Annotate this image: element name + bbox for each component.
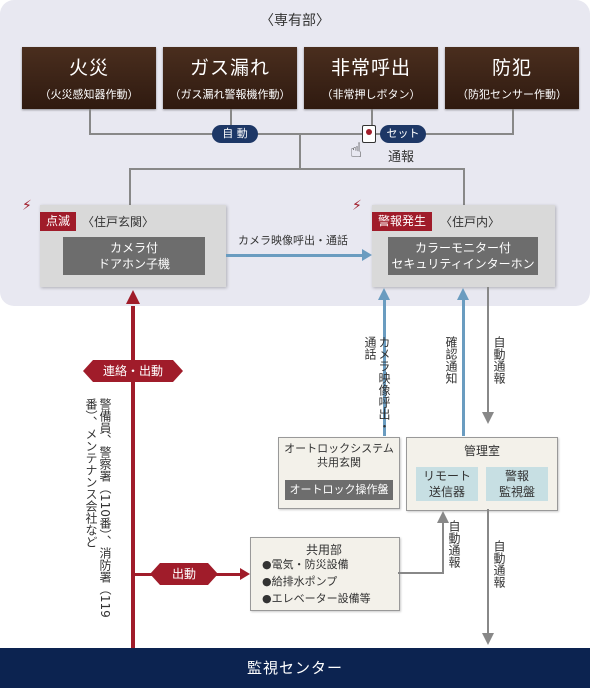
arrow-head-icon	[437, 511, 449, 523]
autolock-panel: オートロック操作盤	[285, 480, 393, 500]
auto-report-arrow	[487, 509, 489, 634]
arrow-head-icon	[457, 288, 469, 300]
intercom-line2: セキュリティインターホン	[391, 257, 535, 271]
sensor-gas-sub: （ガス漏れ警報機作動）	[169, 88, 291, 101]
dispatch-targets-label: 警備員、警察署（110番）、消防署（119番）、メンテナンス会社など	[84, 398, 112, 618]
door-phone-line1: カメラ付	[109, 241, 158, 255]
sensor-security-sub: （防犯センサー作動）	[457, 88, 567, 101]
sensor-security: 防犯 （防犯センサー作動）	[445, 47, 579, 109]
connector-line	[129, 168, 131, 206]
alarm-line2: 監視盤	[498, 485, 535, 499]
signal-icon: ⚡	[352, 198, 362, 214]
auto-report-label-1: 自動通報	[492, 336, 506, 384]
door-phone-device: カメラ付 ドアホン子機	[63, 237, 205, 275]
intercom-device: カラーモニター付 セキュリティインターホン	[388, 237, 538, 275]
list-item: ●電気・防災設備	[262, 558, 349, 571]
connector-line	[230, 109, 232, 134]
auto-report-arrow	[442, 522, 444, 574]
list-item: ●エレベーター設備等	[262, 592, 371, 605]
dispatch-line	[131, 306, 135, 648]
auto-pill: 自 動	[212, 125, 258, 143]
remote-line1: リモート	[422, 469, 471, 483]
autolock-line2: 共用玄関	[317, 456, 361, 469]
tag-notch-icon	[173, 360, 183, 382]
sensor-gas-title: ガス漏れ	[189, 57, 270, 79]
remote-transmitter: リモート 送信器	[416, 467, 478, 501]
alarm-line1: 警報	[504, 469, 529, 483]
sensor-emergency-title: 非常呼出	[330, 57, 411, 79]
connector-line	[299, 133, 301, 169]
auto-report-arrow	[487, 287, 489, 413]
common-area-title: 共用部	[305, 543, 342, 557]
arrow-head-icon	[362, 249, 372, 261]
camera-call-arrow	[226, 254, 364, 257]
tag-notch-icon	[150, 563, 160, 585]
auto-report-label-3: 自動通報	[492, 540, 506, 588]
alarm-monitor-panel: 警報 監視盤	[486, 467, 548, 501]
tag-notch-icon	[208, 563, 218, 585]
connector-bus	[129, 168, 465, 170]
confirm-arrow	[462, 300, 465, 436]
monitoring-center: 監視センター	[0, 648, 590, 688]
signal-icon: ⚡	[22, 198, 32, 214]
management-office-title: 管理室	[463, 444, 500, 458]
arrow-head-icon	[126, 290, 140, 304]
connector-line	[89, 109, 91, 134]
common-area-box	[250, 537, 400, 611]
auto-report-label-2: 自動通報	[447, 520, 461, 568]
hand-pointer-icon: ☝	[350, 138, 363, 162]
sensor-emergency: 非常呼出 （非常押しボタン）	[304, 47, 438, 109]
connector-line	[463, 168, 465, 206]
auto-report-arrow	[398, 572, 444, 574]
set-pill: セット	[380, 125, 426, 143]
remote-line2: 送信器	[428, 485, 465, 499]
intercom-line1: カラーモニター付	[414, 241, 511, 255]
arrow-head-icon	[482, 412, 494, 424]
common-area-list: ●電気・防災設備 ●給排水ポンプ ●エレベーター設備等	[262, 556, 371, 607]
autolock-title: オートロックシステム 共用玄関	[278, 442, 400, 470]
private-area-title: 〈専有部〉	[260, 13, 330, 29]
door-phone-line2: ドアホン子機	[97, 257, 170, 271]
entrance-location-label: 〈住戸玄関〉	[82, 215, 155, 229]
tag-notch-icon	[83, 360, 93, 382]
report-label: 通報	[388, 150, 415, 165]
list-item: ●給排水ポンプ	[262, 575, 338, 588]
sensor-gas: ガス漏れ （ガス漏れ警報機作動）	[163, 47, 297, 109]
contact-dispatch-tag: 連絡・出動	[93, 360, 173, 382]
arrow-head-icon	[482, 633, 494, 645]
sensor-fire-sub: （火災感知器作動）	[39, 88, 139, 101]
dispatch-tag: 出動	[160, 563, 208, 585]
camera-call-v-arrow	[383, 300, 386, 436]
entrance-status-badge: 点滅	[40, 212, 77, 231]
indoor-location-label: 〈住戸内〉	[440, 215, 501, 229]
connector-bus	[89, 133, 514, 135]
sensor-emergency-sub: （非常押しボタン）	[321, 88, 421, 101]
sensor-fire: 火災 （火災感知器作動）	[22, 47, 156, 109]
camera-call-v-label: カメラ映像呼出・通話	[363, 336, 391, 432]
connector-line	[512, 109, 514, 134]
autolock-line1: オートロックシステム	[284, 442, 394, 455]
push-button-icon	[362, 125, 376, 143]
confirm-label: 確認通知	[444, 336, 458, 384]
camera-call-label: カメラ映像呼出・通話	[238, 234, 348, 247]
sensor-fire-title: 火災	[68, 57, 109, 79]
arrow-head-icon	[378, 288, 390, 300]
indoor-status-badge: 警報発生	[372, 212, 433, 231]
sensor-security-title: 防犯	[491, 57, 532, 79]
connector-line	[371, 109, 373, 134]
arrow-head-icon	[240, 568, 250, 580]
